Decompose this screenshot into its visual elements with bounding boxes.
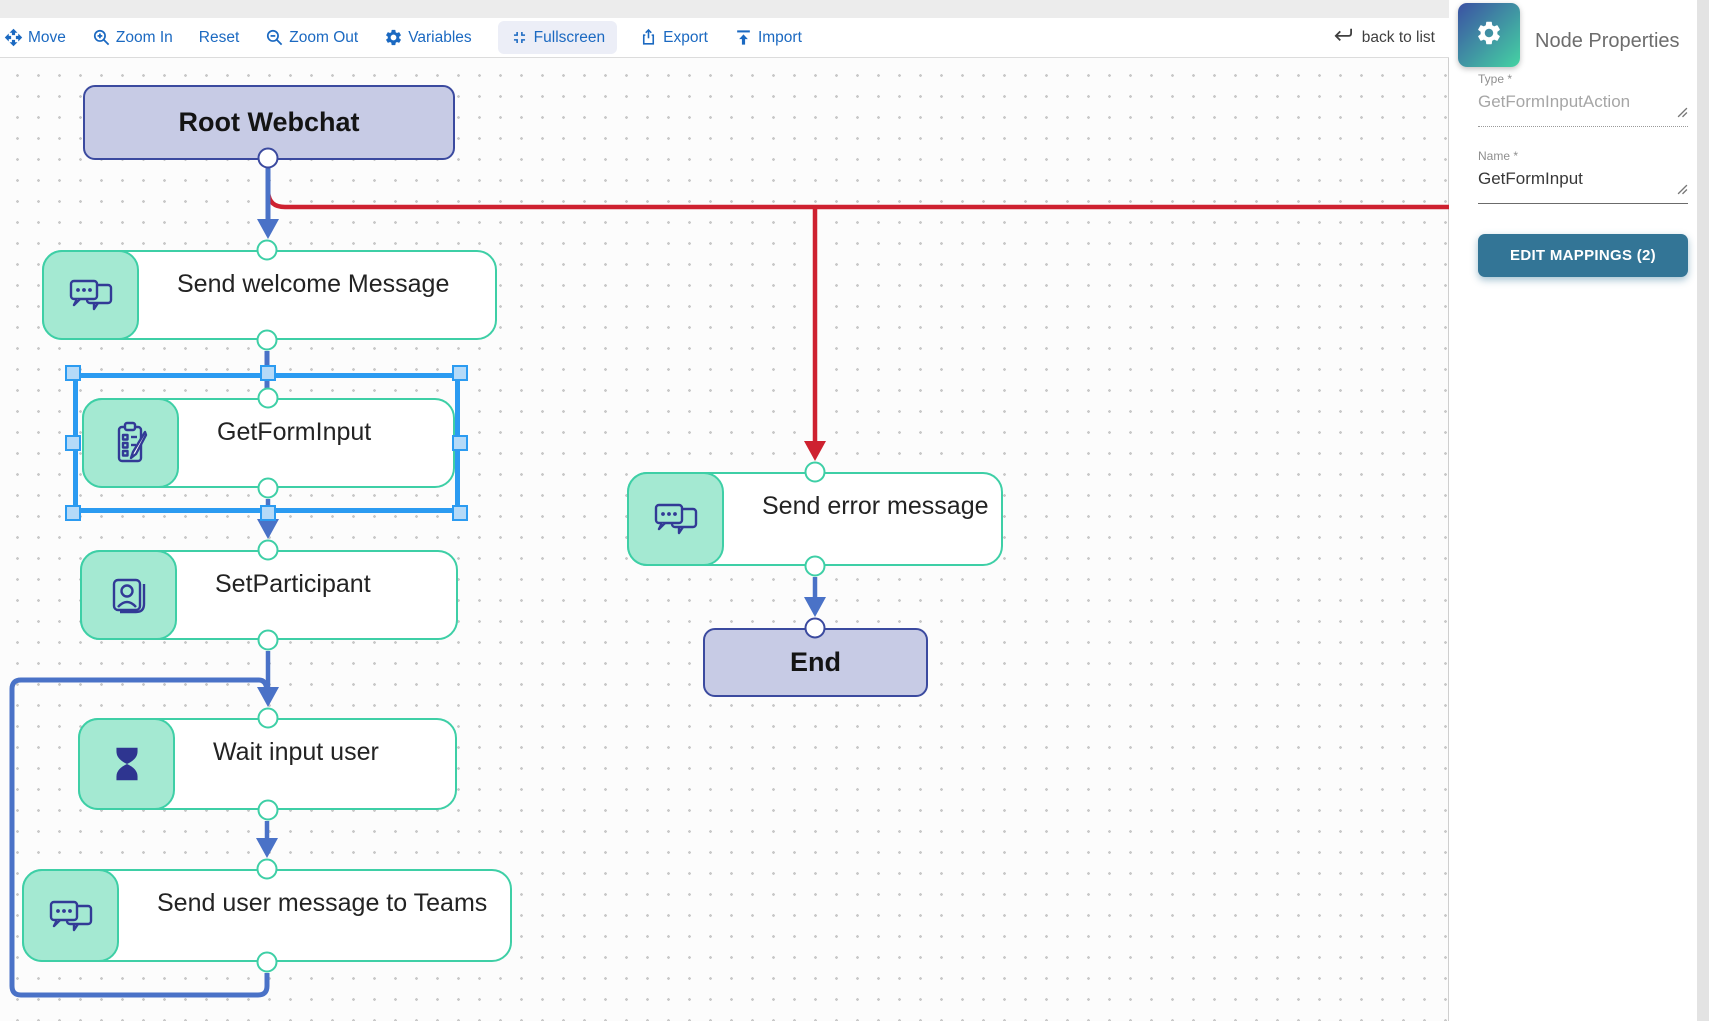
node-send-error-message[interactable]: Send error message xyxy=(627,472,1003,566)
node-send-welcome-message[interactable]: Send welcome Message xyxy=(42,250,497,340)
port-getform-in[interactable] xyxy=(257,387,279,409)
name-field-value: GetFormInput xyxy=(1478,169,1583,188)
selection-handle-s[interactable] xyxy=(260,505,276,521)
node-getforminput[interactable]: GetFormInput xyxy=(82,398,455,488)
node-type-tile xyxy=(1458,3,1520,67)
fullscreen-button[interactable]: Fullscreen xyxy=(497,21,618,54)
node-label: SetParticipant xyxy=(215,570,371,598)
selection-handle-ne[interactable] xyxy=(452,365,468,381)
port-teams-in[interactable] xyxy=(256,858,278,880)
node-label: Send welcome Message xyxy=(177,270,450,298)
node-send-user-message-to-teams[interactable]: Send user message to Teams xyxy=(22,869,512,962)
node-label: Send user message to Teams xyxy=(157,889,488,917)
export-button[interactable]: Export xyxy=(639,28,708,47)
resize-grip-icon[interactable] xyxy=(1677,103,1688,123)
export-label: Export xyxy=(663,28,708,46)
node-properties-panel: Node Properties Type * GetFormInputActio… xyxy=(1449,0,1697,1021)
node-label: Root Webchat xyxy=(178,107,360,137)
zoom-out-label: Zoom Out xyxy=(289,28,359,46)
gear-icon xyxy=(1475,19,1503,52)
selection-handle-n[interactable] xyxy=(260,365,276,381)
reset-button[interactable]: Reset xyxy=(199,29,240,47)
import-icon xyxy=(734,28,753,47)
move-icon xyxy=(4,28,23,47)
port-setparticipant-out[interactable] xyxy=(257,629,279,651)
chat-icon xyxy=(22,869,119,962)
node-label: Wait input user xyxy=(213,738,379,766)
back-to-list-label: back to list xyxy=(1361,28,1435,46)
selection-handle-w[interactable] xyxy=(65,435,81,451)
port-error-in[interactable] xyxy=(804,461,826,483)
port-wait-in[interactable] xyxy=(257,707,279,729)
node-wait-input-user[interactable]: Wait input user xyxy=(78,718,457,810)
port-welcome-in[interactable] xyxy=(256,239,278,261)
panel-title: Node Properties xyxy=(1535,30,1680,52)
form-input-icon xyxy=(82,398,179,488)
fullscreen-label: Fullscreen xyxy=(533,28,606,46)
back-to-list-button[interactable]: back to list xyxy=(1332,26,1435,49)
type-field-label: Type * xyxy=(1478,72,1513,86)
scrollbar-gutter xyxy=(1697,0,1709,1021)
zoom-out-icon xyxy=(265,28,284,47)
name-field-label: Name * xyxy=(1478,149,1519,163)
export-icon xyxy=(639,28,658,47)
type-field[interactable]: GetFormInputAction xyxy=(1478,92,1688,127)
zoom-in-icon xyxy=(92,28,111,47)
selection-handle-sw[interactable] xyxy=(65,505,81,521)
type-field-value: GetFormInputAction xyxy=(1478,92,1631,111)
import-button[interactable]: Import xyxy=(734,28,802,47)
move-label: Move xyxy=(28,28,66,46)
port-teams-out[interactable] xyxy=(256,951,278,973)
port-setparticipant-in[interactable] xyxy=(257,539,279,561)
hourglass-icon xyxy=(78,718,175,810)
zoom-out-button[interactable]: Zoom Out xyxy=(265,28,358,47)
reset-label: Reset xyxy=(198,28,240,46)
port-welcome-out[interactable] xyxy=(256,329,278,351)
move-button[interactable]: Move xyxy=(4,28,66,47)
participant-card-icon xyxy=(80,550,177,640)
return-arrow-icon xyxy=(1332,26,1354,49)
port-error-out[interactable] xyxy=(804,555,826,577)
node-label: End xyxy=(790,647,841,677)
selection-handle-nw[interactable] xyxy=(65,365,81,381)
variables-button[interactable]: Variables xyxy=(384,28,472,47)
resize-grip-icon[interactable] xyxy=(1677,180,1688,200)
zoom-in-button[interactable]: Zoom In xyxy=(92,28,173,47)
selection-handle-se[interactable] xyxy=(452,505,468,521)
variables-label: Variables xyxy=(408,28,472,46)
name-field[interactable]: GetFormInput xyxy=(1478,169,1688,204)
port-getform-out[interactable] xyxy=(257,477,279,499)
zoom-in-label: Zoom In xyxy=(115,28,173,46)
edit-mappings-button[interactable]: EDIT MAPPINGS (2) xyxy=(1478,234,1688,277)
port-root-out[interactable] xyxy=(257,147,279,169)
port-wait-out[interactable] xyxy=(257,799,279,821)
chat-icon xyxy=(627,472,724,566)
toolbar: Move Zoom In Reset Zoom Out Variables Fu… xyxy=(0,18,1449,58)
chat-icon xyxy=(42,250,139,340)
node-setparticipant[interactable]: SetParticipant xyxy=(80,550,458,640)
import-label: Import xyxy=(757,28,802,46)
node-label: GetFormInput xyxy=(217,418,372,446)
port-end-in[interactable] xyxy=(804,617,826,639)
node-label: Send error message xyxy=(762,492,989,520)
gear-icon xyxy=(384,28,403,47)
selection-handle-e[interactable] xyxy=(452,435,468,451)
fullscreen-icon xyxy=(510,28,529,47)
